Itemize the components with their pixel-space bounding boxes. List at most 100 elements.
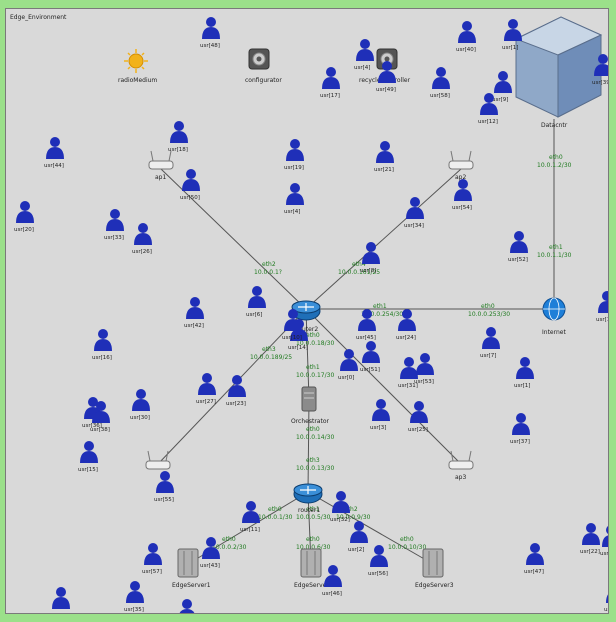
user-node[interactable]: usr[12] bbox=[478, 93, 498, 125]
ap1-node[interactable]: ap1 bbox=[148, 150, 174, 181]
user-icon bbox=[414, 401, 424, 411]
user-node[interactable]: usr[31] bbox=[398, 357, 418, 389]
ap3-node[interactable]: ap3 bbox=[448, 450, 474, 481]
user-node[interactable]: usr[11] bbox=[240, 501, 260, 533]
user-icon-body bbox=[170, 131, 188, 143]
ap2-node[interactable]: ap2 bbox=[448, 150, 474, 181]
user-node[interactable]: usr[20] bbox=[14, 201, 34, 233]
user-node[interactable]: usr[18] bbox=[168, 121, 188, 153]
user-node[interactable]: usr[46] bbox=[322, 565, 342, 597]
user-node[interactable]: usr[37] bbox=[510, 413, 530, 445]
user-node[interactable]: usr[1] bbox=[502, 19, 522, 51]
orchestrator-node[interactable]: Orchestrator bbox=[291, 386, 329, 425]
user-node[interactable]: usr[56] bbox=[368, 545, 388, 577]
user-icon bbox=[138, 223, 148, 233]
router2-node[interactable]: router2 bbox=[291, 300, 321, 333]
datacenter-node[interactable]: Datacntr bbox=[514, 16, 603, 129]
user-node[interactable]: usr[51] bbox=[360, 341, 380, 373]
user-node[interactable]: usr[54] bbox=[452, 179, 472, 211]
user-label: usr[33] bbox=[104, 235, 124, 241]
user-icon bbox=[148, 543, 158, 553]
user-node[interactable]: usr[19] bbox=[284, 139, 304, 171]
internet-node[interactable]: Internet bbox=[542, 297, 566, 336]
user-label: usr[20] bbox=[14, 227, 34, 233]
user-node[interactable]: usr[50] bbox=[180, 169, 200, 201]
user-node[interactable]: usr[30] bbox=[130, 389, 150, 421]
user-node[interactable]: usr[43] bbox=[200, 537, 220, 569]
user-node[interactable]: usr[52] bbox=[508, 231, 528, 263]
user-node[interactable]: usr[22] bbox=[580, 523, 600, 555]
user-node[interactable]: usr[47] bbox=[524, 543, 544, 575]
user-icon-body bbox=[324, 575, 342, 587]
user-node[interactable]: usr[42] bbox=[184, 297, 204, 329]
user-node[interactable]: usr[8] bbox=[360, 242, 380, 274]
user-label: usr[34] bbox=[404, 223, 424, 229]
user-node[interactable]: usr[23] bbox=[226, 375, 246, 407]
user-node[interactable]: usr[32] bbox=[330, 491, 350, 523]
user-node[interactable]: usr[40] bbox=[456, 21, 476, 53]
user-node[interactable]: usr[9] bbox=[492, 71, 512, 103]
user-node[interactable]: usr[28] bbox=[600, 525, 609, 557]
user-node[interactable]: usr[15] bbox=[78, 441, 98, 473]
user-label: usr[53] bbox=[414, 379, 434, 385]
user-node[interactable]: usr[58] bbox=[430, 67, 450, 99]
user-node[interactable]: usr[26] bbox=[132, 223, 152, 255]
user-node[interactable]: usr[5] bbox=[50, 587, 70, 614]
user-node[interactable]: usr[39] bbox=[592, 54, 609, 86]
user-node[interactable]: usr[27] bbox=[196, 373, 216, 405]
user-node[interactable]: usr[4] bbox=[354, 39, 374, 71]
user-node[interactable]: usr[34] bbox=[404, 197, 424, 229]
user-label: usr[21] bbox=[374, 167, 394, 173]
user-node[interactable]: usr[6] bbox=[246, 286, 266, 318]
edge-server2-node[interactable]: EdgeServer2 bbox=[294, 548, 333, 589]
user-label: usr[44] bbox=[44, 163, 64, 169]
user-node[interactable]: usr[57] bbox=[142, 543, 162, 575]
user-node[interactable]: usr[49] bbox=[376, 61, 396, 93]
user-node[interactable]: usr[35] bbox=[124, 581, 144, 613]
link-label: 10.0.0.10/30 bbox=[388, 544, 426, 551]
user-label: usr[57] bbox=[142, 569, 162, 575]
user-node[interactable]: usr[2] bbox=[348, 521, 368, 553]
user-node[interactable]: usr[29] bbox=[604, 581, 609, 613]
link-label: 10.0.0.9/30 bbox=[336, 514, 371, 521]
user-node[interactable]: usr[44] bbox=[44, 137, 64, 169]
user-label: usr[51] bbox=[360, 367, 380, 373]
link-router2-ap2 bbox=[305, 168, 462, 310]
user-icon-body bbox=[322, 77, 340, 89]
user-node[interactable]: usr[7] bbox=[480, 327, 500, 359]
user-node[interactable]: usr[21] bbox=[374, 141, 394, 173]
user-node[interactable]: usr[55] bbox=[154, 471, 174, 503]
user-node[interactable]: usr[0] bbox=[338, 349, 358, 381]
ap4-node[interactable] bbox=[145, 450, 171, 470]
user-icon-body bbox=[286, 193, 304, 205]
user-node[interactable]: usr[10] bbox=[282, 309, 302, 341]
user-node[interactable]: usr[45] bbox=[356, 309, 376, 341]
user-icon bbox=[366, 341, 376, 351]
user-node[interactable]: usr[1] bbox=[514, 357, 534, 389]
user-node[interactable]: usr[3] bbox=[370, 399, 390, 431]
router1-node[interactable]: router1 bbox=[293, 483, 323, 514]
user-node[interactable]: usr[24] bbox=[396, 309, 416, 341]
user-node[interactable]: usr[16] bbox=[92, 329, 112, 361]
user-node[interactable]: usr[4] bbox=[284, 183, 304, 215]
user-icon bbox=[462, 21, 472, 31]
link-label: 10.0.0.14/30 bbox=[296, 434, 334, 441]
user-node[interactable]: usr[38] bbox=[90, 401, 110, 433]
edge-server3-label: EdgeServer3 bbox=[415, 582, 454, 589]
configurator-node[interactable]: configurator bbox=[245, 48, 282, 84]
user-node[interactable]: usr[17] bbox=[320, 67, 340, 99]
user-icon bbox=[344, 349, 354, 359]
user-node[interactable]: usr[48] bbox=[200, 17, 220, 49]
user-node[interactable]: usr[13] bbox=[596, 291, 609, 323]
user-label: usr[35] bbox=[124, 607, 144, 613]
internet-label: Internet bbox=[542, 329, 566, 336]
radio-medium-node[interactable]: radioMedium bbox=[118, 49, 157, 84]
sun-rays bbox=[124, 49, 148, 73]
edge-server3-node[interactable]: EdgeServer3 bbox=[415, 548, 454, 589]
user-node[interactable]: usr[33] bbox=[104, 209, 124, 241]
user-node[interactable]: usr[53] bbox=[414, 353, 434, 385]
edge-server1-node[interactable]: EdgeServer1 bbox=[172, 548, 211, 589]
user-icon-body bbox=[482, 337, 500, 349]
user-node[interactable]: usr[25] bbox=[408, 401, 428, 433]
user-node[interactable]: usr[41] bbox=[176, 599, 196, 614]
